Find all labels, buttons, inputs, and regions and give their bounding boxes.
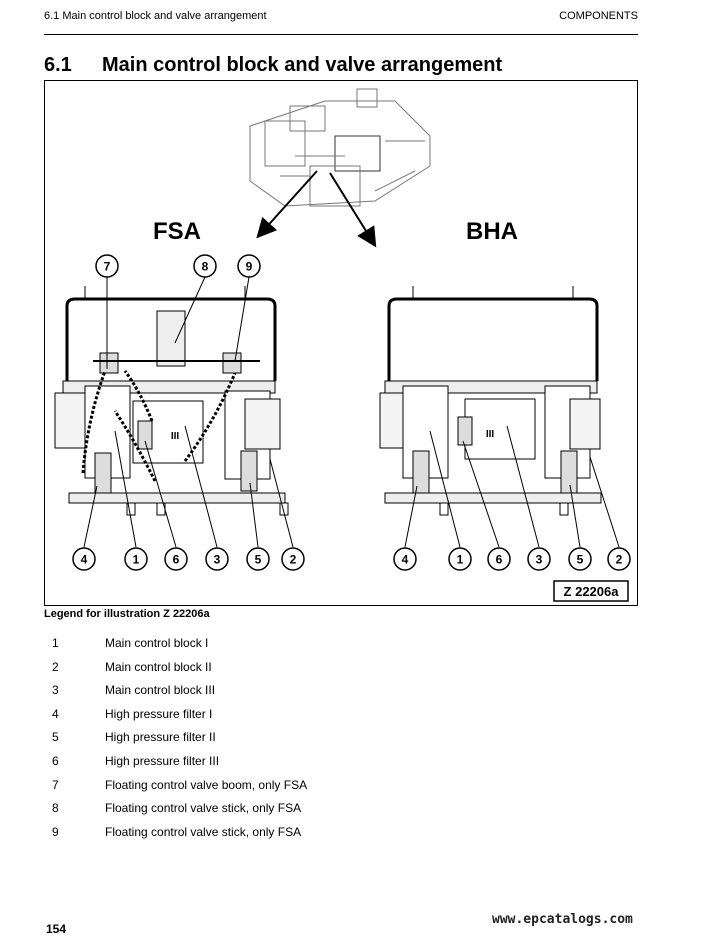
legend-list: 1 Main control block I 2 Main control bl… [52,636,552,848]
svg-text:2: 2 [616,553,623,567]
legend-text: High pressure filter I [105,706,213,721]
legend-number: 8 [52,801,59,816]
callout-bha-2: 2 [607,547,631,571]
callout-fsa-1: 1 [124,547,148,571]
legend-number: 4 [52,706,59,721]
svg-text:4: 4 [402,553,409,567]
legend-number: 2 [52,659,59,674]
legend-item: 6 High pressure filter III [52,754,552,778]
callout-9: 9 [237,254,261,278]
running-header: 6.1 Main control block and valve arrange… [44,10,638,28]
svg-text:8: 8 [202,260,209,274]
legend-item: 1 Main control block I [52,636,552,660]
legend-number: 3 [52,683,59,698]
svg-text:7: 7 [104,260,111,274]
legend-item: 9 Floating control valve stick, only FSA [52,825,552,849]
callout-fsa-2: 2 [281,547,305,571]
legend-text: Floating control valve stick, only FSA [105,801,302,816]
label-bha: BHA [466,218,518,245]
legend-text: High pressure filter III [105,753,220,768]
callout-fsa-4: 4 [72,547,96,571]
header-section: 6.1 Main control block and valve arrange… [44,10,267,22]
figure-id: Z 22206a [564,584,620,599]
label-fsa: FSA [153,218,201,245]
section-number: 6.1 [44,54,72,76]
bha-assembly [379,286,602,516]
legend-item: 5 High pressure filter II [52,730,552,754]
leader-lines [83,276,620,548]
callout-bha-3: 3 [527,547,551,571]
svg-text:1: 1 [457,553,464,567]
legend-text: Main control block III [105,683,216,698]
section-title-text: Main control block and valve arrangement [102,54,503,76]
legend-text: Floating control valve stick, only FSA [105,824,302,839]
callout-bha-6: 6 [487,547,511,571]
legend-text: High pressure filter II [105,730,216,745]
svg-text:9: 9 [246,260,253,274]
illustration: FSA BHA III [45,81,631,602]
svg-text:4: 4 [81,553,88,567]
legend-number: 9 [52,824,59,839]
figure-id-box: Z 22206a [553,580,629,602]
illustration-frame: FSA BHA III [44,80,638,606]
machine-overview [250,89,431,207]
section-title: 6.1 Main control block and valve arrangem… [44,54,502,77]
legend-number: 7 [52,777,59,792]
block-label-iii-fsa: III [171,431,180,442]
legend-number: 6 [52,753,59,768]
legend-title: Legend for illustration Z 22206a [44,608,210,620]
block-label-iii-bha: III [486,429,495,440]
callout-bha-4: 4 [393,547,417,571]
fsa-assembly [54,286,289,516]
svg-text:6: 6 [173,553,180,567]
svg-text:5: 5 [255,553,262,567]
legend-item: 4 High pressure filter I [52,707,552,731]
svg-text:1: 1 [133,553,140,567]
legend-item: 2 Main control block II [52,660,552,684]
svg-text:6: 6 [496,553,503,567]
legend-number: 1 [52,636,59,650]
svg-text:3: 3 [536,553,543,567]
legend-text: Main control block II [105,659,212,674]
watermark: www.epcatalogs.com [492,912,633,927]
callout-fsa-6: 6 [164,547,188,571]
callout-8: 8 [193,254,217,278]
header-chapter: COMPONENTS [559,10,638,22]
callout-fsa-5: 5 [246,547,270,571]
svg-text:3: 3 [214,553,221,567]
header-rule [44,34,638,35]
legend-number: 5 [52,730,59,745]
callout-7: 7 [95,254,119,278]
legend-item: 3 Main control block III [52,683,552,707]
legend-text: Main control block I [105,636,209,650]
callout-fsa-3: 3 [205,547,229,571]
svg-text:2: 2 [290,553,297,567]
svg-text:5: 5 [577,553,584,567]
callout-bha-5: 5 [568,547,592,571]
legend-item: 7 Floating control valve boom, only FSA [52,778,552,802]
legend-item: 8 Floating control valve stick, only FSA [52,801,552,825]
callout-bha-1: 1 [448,547,472,571]
legend-text: Floating control valve boom, only FSA [105,777,308,792]
page-number: 154 [46,922,67,936]
